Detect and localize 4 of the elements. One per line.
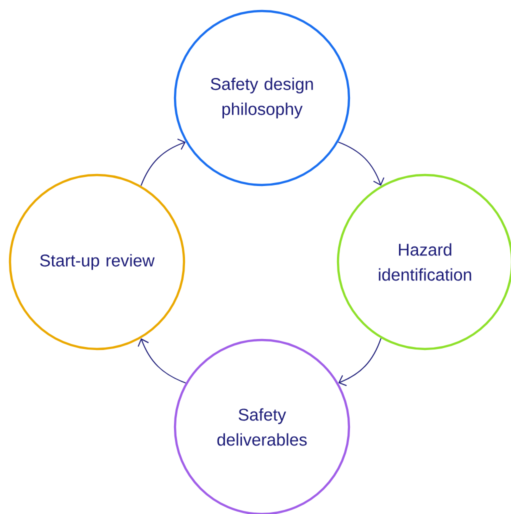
arrow	[338, 142, 384, 186]
arrow	[338, 338, 382, 386]
arrow	[140, 138, 186, 186]
arrow	[138, 338, 186, 384]
